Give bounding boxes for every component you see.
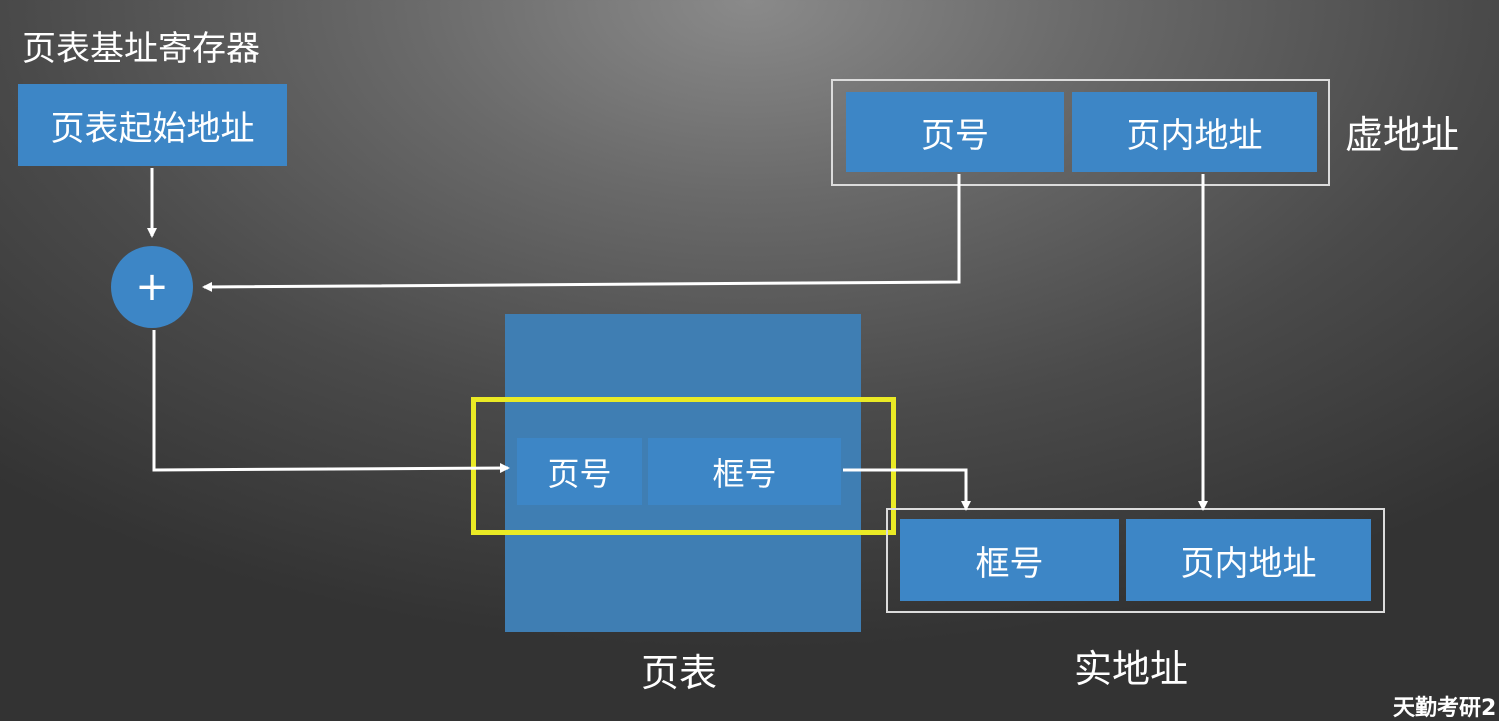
watermark-text: 天勤考研2 [1393, 696, 1497, 721]
virtual-offset-box: 页内地址 [1072, 92, 1317, 172]
page-table-start-address-box: 页表起始地址 [18, 84, 287, 166]
page-table-entry-frame-number-label: 框号 [712, 454, 777, 493]
virtual-page-number-label: 页号 [921, 115, 989, 156]
physical-offset-box: 页内地址 [1126, 519, 1371, 601]
page-table-start-address-label: 页表起始地址 [50, 108, 255, 149]
virtual-offset-label: 页内地址 [1126, 115, 1263, 156]
virtual-address-frame [831, 79, 1330, 186]
physical-offset-label: 页内地址 [1180, 543, 1317, 584]
page-table-entry-frame-number: 框号 [648, 438, 841, 505]
physical-address-label: 实地址 [1074, 647, 1189, 691]
arrow-adder-to-page-table [152, 330, 510, 474]
plus-icon: + [135, 264, 169, 310]
arrow-page-number-to-adder [202, 174, 961, 292]
physical-frame-number-label: 框号 [975, 543, 1044, 584]
page-table-entry-highlight [471, 397, 896, 535]
adder-circle: + [111, 246, 193, 328]
page-table-entry-page-number-label: 页号 [547, 454, 612, 493]
page-table-register-title: 页表基址寄存器 [22, 29, 260, 69]
virtual-page-number-box: 页号 [846, 92, 1064, 172]
physical-frame-number-box: 框号 [900, 519, 1119, 601]
virtual-address-label: 虚地址 [1345, 113, 1460, 157]
page-table-label: 页表 [641, 651, 718, 695]
physical-address-frame [886, 508, 1385, 613]
page-table-entry-page-number: 页号 [517, 438, 642, 505]
